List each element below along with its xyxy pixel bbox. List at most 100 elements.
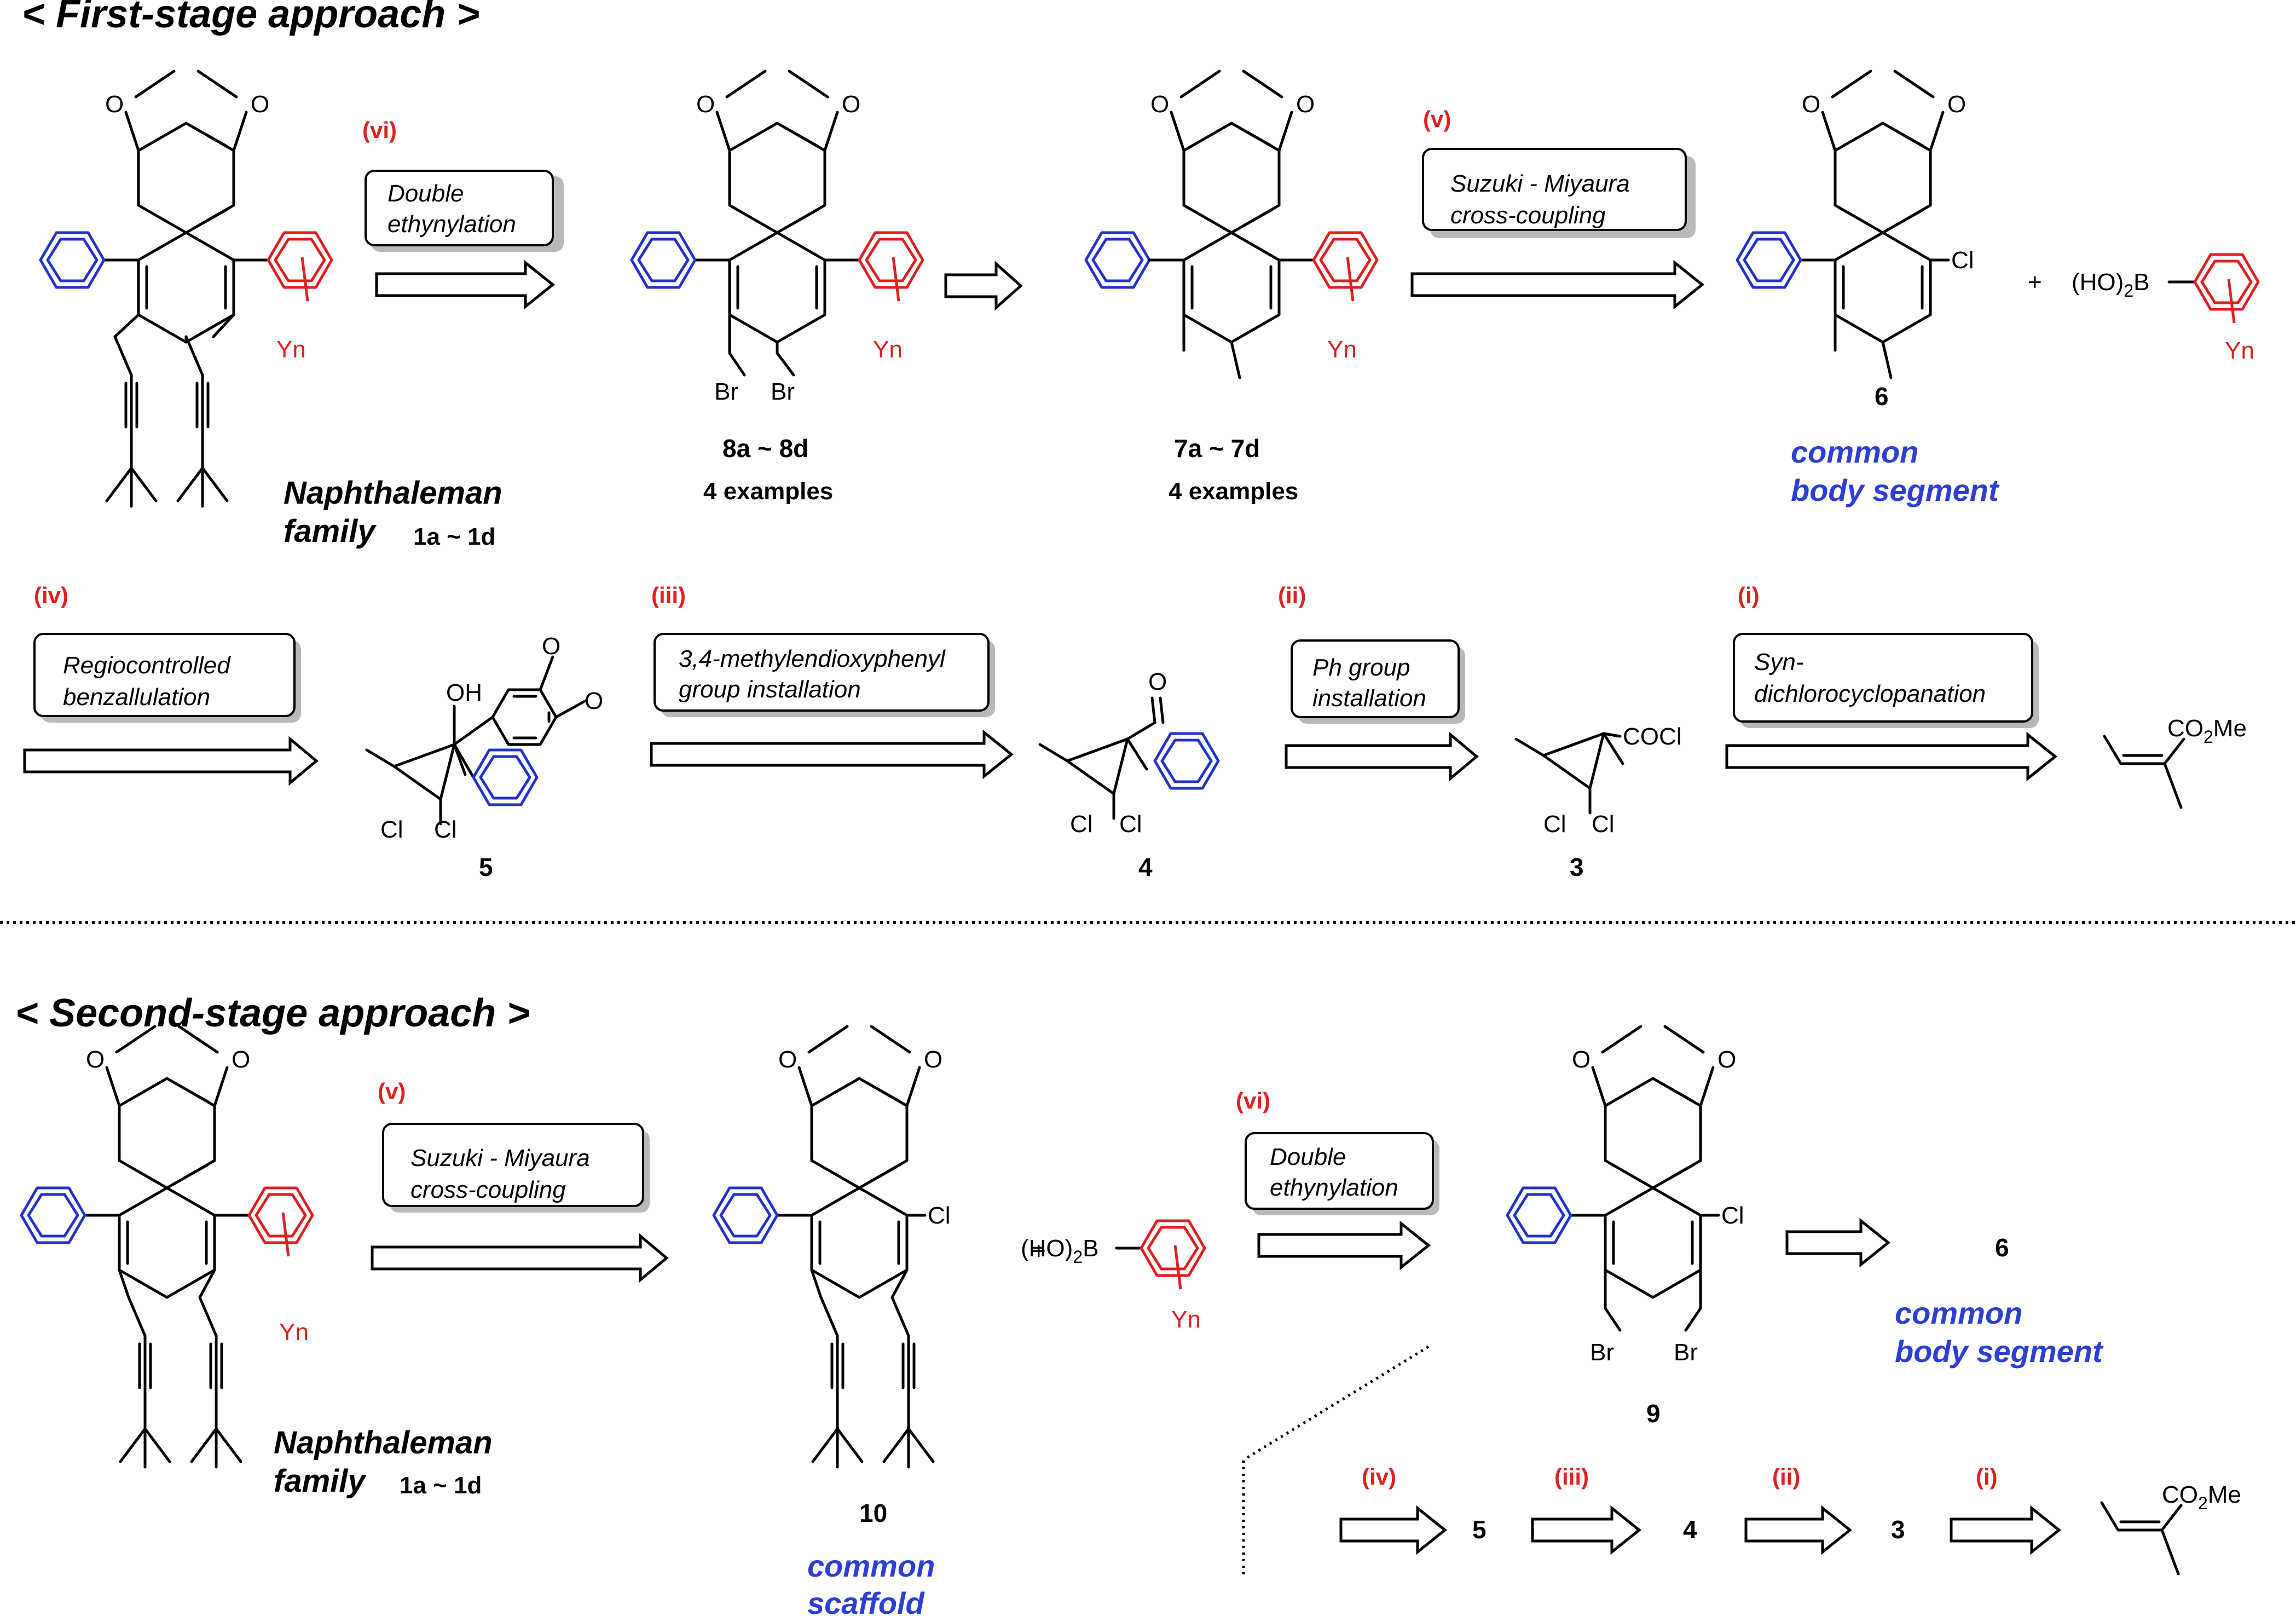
svg-text:O: O — [1572, 1046, 1591, 1073]
plus-1: + — [2028, 269, 2042, 296]
svg-text:Cl: Cl — [1951, 247, 1974, 274]
svg-text:Suzuki - Miyaura: Suzuki - Miyaura — [410, 1145, 590, 1171]
retro-arrow-v — [1410, 259, 1705, 310]
retro-arrow-iii2 — [1531, 1505, 1642, 1555]
retro-arrow-8-7 — [944, 261, 1023, 311]
svg-text:O: O — [778, 1046, 797, 1073]
compound-6-id-2: 6 — [1995, 1233, 2009, 1262]
svg-text:installation: installation — [1312, 685, 1426, 712]
step-v2-label: (v) — [378, 1078, 406, 1104]
retro-arrow-iv2 — [1339, 1505, 1448, 1555]
second-stage-heading: < Second-stage approach > — [15, 991, 530, 1035]
svg-text:O: O — [1296, 91, 1315, 118]
compound-10-id: 10 — [859, 1499, 887, 1527]
naphthaleman-family-label-3: Naphthaleman — [274, 1425, 493, 1461]
svg-text:CO2Me: CO2Me — [2162, 1481, 2241, 1513]
svg-text:benzallulation: benzallulation — [63, 684, 210, 711]
compound-3-id: 3 — [1570, 853, 1584, 881]
svg-text:Br: Br — [1674, 1339, 1698, 1366]
compound-10-structure: O O Cl — [714, 1026, 951, 1467]
svg-text:O: O — [542, 633, 560, 660]
step-iii-label: (iii) — [651, 582, 686, 608]
svg-text:Cl: Cl — [1119, 811, 1142, 838]
compound-5-id: 5 — [479, 853, 493, 881]
retro-arrow-i2 — [1950, 1505, 2062, 1555]
retro-arrow-v2 — [371, 1233, 669, 1283]
svg-text:Syn-: Syn- — [1754, 649, 1803, 676]
svg-text:Cl: Cl — [1543, 811, 1566, 838]
step-v-label: (v) — [1423, 106, 1451, 132]
svg-text:Br: Br — [714, 378, 738, 405]
svg-text:Double: Double — [388, 180, 464, 207]
compound-3-structure: Cl Cl COCl — [1514, 723, 1682, 838]
methyl-tiglate-1: CO2Me — [2103, 715, 2247, 809]
common-body-segment-1b: body segment — [1791, 473, 2000, 507]
step-vi-label: (vi) — [362, 117, 397, 143]
svg-text:CO2Me: CO2Me — [2167, 715, 2247, 747]
svg-text:O: O — [86, 1046, 105, 1073]
svg-text:Double: Double — [1270, 1144, 1346, 1170]
step-iv2-label: (iv) — [1362, 1464, 1396, 1490]
svg-text:cross-coupling: cross-coupling — [410, 1176, 566, 1203]
ph-group-box: Ph group installation — [1291, 639, 1465, 724]
svg-text:O: O — [232, 1046, 250, 1073]
svg-text:O: O — [585, 688, 603, 714]
svg-text:ethynylation: ethynylation — [1270, 1174, 1398, 1201]
retro-arrow-ii2 — [1744, 1505, 1853, 1555]
svg-text:group installation: group installation — [679, 676, 861, 703]
step-iii2-label: (iii) — [1554, 1464, 1589, 1490]
svg-text:O: O — [924, 1046, 942, 1073]
common-body-segment-2b: body segment — [1895, 1334, 2104, 1369]
svg-text:Yn: Yn — [873, 336, 903, 363]
double-ethynylation-box: Double ethynylation — [365, 170, 564, 252]
retro-arrow-vi2 — [1257, 1220, 1431, 1271]
step-ii2-label: (ii) — [1772, 1464, 1800, 1490]
naphthaleman-family-label-1: Naphthaleman — [284, 475, 502, 511]
svg-text:Yn: Yn — [1171, 1306, 1201, 1333]
svg-text:Yn: Yn — [276, 336, 306, 363]
methylenedioxyphenyl-box: 3,4-methylendioxyphenyl group installati… — [653, 633, 995, 717]
regiocontrolled-box: Regiocontrolled benzallulation — [33, 633, 301, 723]
svg-text:Cl: Cl — [1721, 1202, 1744, 1229]
suzuki-box-1: Suzuki - Miyaura cross-coupling — [1422, 148, 1696, 238]
common-body-segment-1a: common — [1791, 435, 1918, 469]
retro-arrow-i — [1725, 731, 2058, 782]
svg-text:Br: Br — [771, 378, 795, 405]
compound-9-id: 9 — [1646, 1399, 1661, 1428]
svg-text:Suzuki - Miyaura: Suzuki - Miyaura — [1450, 170, 1630, 197]
compound-9-structure: O O Cl Br Br — [1507, 1026, 1744, 1366]
common-scaffold-b: scaffold — [807, 1586, 925, 1616]
naphthaleman-family-label-4: family — [274, 1463, 367, 1499]
svg-text:(HO)2B: (HO)2B — [2072, 269, 2149, 301]
svg-text:Cl: Cl — [380, 816, 403, 843]
step-i2-label: (i) — [1976, 1464, 1998, 1490]
svg-text:Cl: Cl — [928, 1202, 951, 1229]
compound-6-structure: O O Cl — [1737, 71, 1974, 379]
svg-text:O: O — [696, 91, 715, 118]
compound-5-structure: Cl Cl OH O O — [365, 633, 603, 843]
step-vi2-label: (vi) — [1236, 1088, 1270, 1113]
boronic-acid-2: (HO)2B Yn — [1021, 1221, 1205, 1333]
step-ii-label: (ii) — [1278, 582, 1306, 608]
retro-arrow-ii — [1285, 731, 1479, 782]
step-iv-label: (iv) — [34, 582, 68, 608]
common-scaffold-a: common — [807, 1549, 935, 1583]
retro-arrow-vi — [375, 259, 556, 310]
svg-text:Yn: Yn — [1327, 336, 1357, 363]
suzuki-box-2: Suzuki - Miyaura cross-coupling — [382, 1123, 650, 1213]
naphthaleman-structure-1: O O Yn — [41, 71, 332, 506]
svg-text:Cl: Cl — [1070, 811, 1093, 838]
svg-text:OH: OH — [446, 679, 482, 706]
svg-text:cross-coupling: cross-coupling — [1450, 202, 1606, 229]
retro-arrow-iv — [23, 736, 319, 786]
retro-arrow-9-6 — [1785, 1217, 1891, 1268]
hatch-diagonal — [1244, 1345, 1430, 1461]
compound-7-sub: 4 examples — [1169, 478, 1298, 505]
compound-4-id: 4 — [1138, 853, 1153, 881]
svg-text:Yn: Yn — [279, 1319, 309, 1346]
naphthaleman-family-label-2: family — [284, 513, 377, 549]
svg-text:O: O — [1148, 668, 1167, 695]
svg-text:Ph group: Ph group — [1312, 654, 1410, 681]
methyl-tiglate-2: CO2Me — [2100, 1481, 2241, 1575]
